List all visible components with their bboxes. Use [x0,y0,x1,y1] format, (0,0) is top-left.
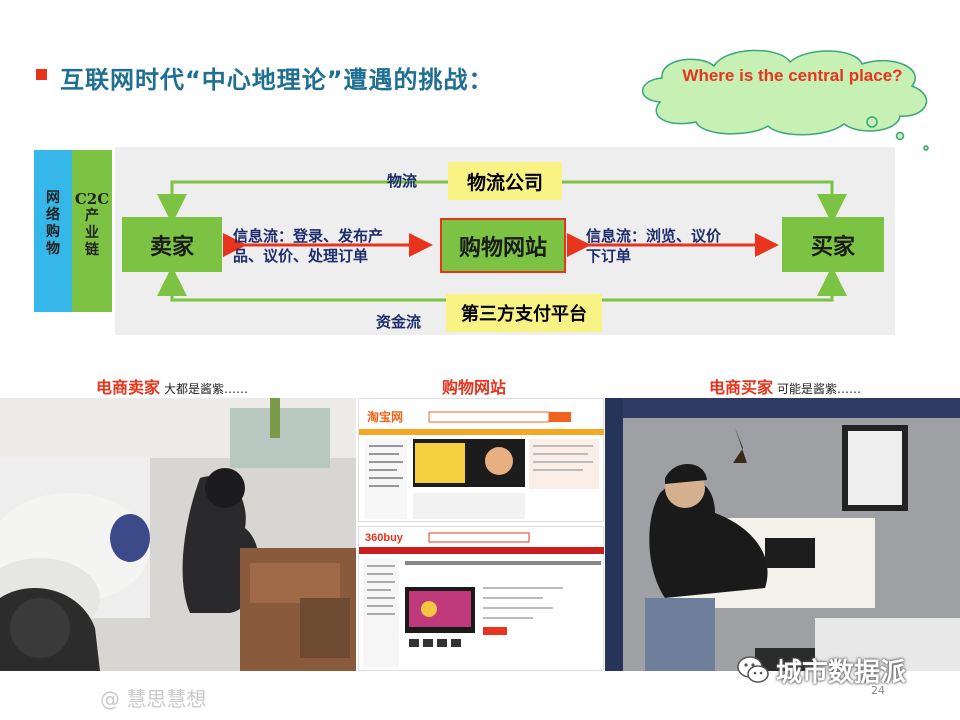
360buy-screenshot: 360buy [358,526,604,671]
buyer-node: 买家 [782,217,884,272]
taobao-screenshot: 淘宝网 [358,398,604,522]
buyer-photo [605,398,960,671]
thought-cloud [641,49,929,151]
buyer-caption: 电商买家可能是酱紫…… [709,378,862,397]
seller-photo [0,398,356,671]
wechat-icon [737,656,769,683]
c2c-chain-label: C2C 产 业 链 [74,190,110,259]
online-shopping-label: 网 络 购 物 [46,190,60,257]
seller-node: 卖家 [122,217,222,272]
shopping-sites-screenshot: 淘宝网 360buy [358,398,604,671]
title-bullet [36,69,47,80]
logistics-flow-label: 物流 [387,172,418,190]
weibo-watermark: @ 慧思慧想 [100,687,207,711]
logistics-company-node: 物流公司 [448,162,562,200]
site-caption: 购物网站 [442,378,507,397]
360buy-logo: 360buy [365,532,403,544]
wechat-watermark: 城市数据派 [776,658,907,688]
c2c-chain-bar [72,150,112,312]
info-flow-left-label: 信息流：登录、发布产 品、议价、处理订单 [233,227,384,265]
slide-title: 互联网时代“中心地理论”遭遇的挑战： [60,66,494,94]
payment-platform-node: 第三方支付平台 [446,294,602,332]
page-number: 24 [871,684,885,697]
seller-caption: 电商卖家大都是酱紫…… [96,378,249,397]
capital-flow-label: 资金流 [376,313,422,331]
website-node: 购物网站 [440,218,566,273]
online-shopping-bar [34,150,72,312]
info-flow-right-label: 信息流：浏览、议价 下订单 [586,227,722,265]
cloud-question: Where is the central place? [682,66,903,85]
taobao-logo: 淘宝网 [367,410,404,424]
